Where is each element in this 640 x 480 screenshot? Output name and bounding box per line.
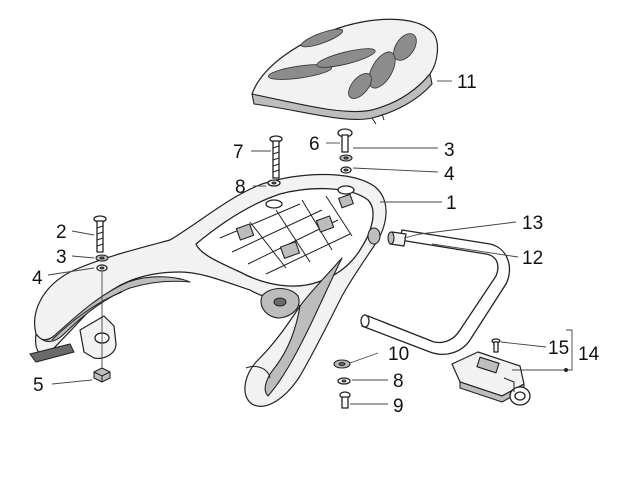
callout-9: 9 bbox=[393, 396, 404, 417]
callout-1: 1 bbox=[446, 193, 457, 214]
part-13-end-cap bbox=[387, 231, 407, 247]
callout-2: 2 bbox=[56, 222, 67, 243]
callout-4-left: 4 bbox=[32, 268, 43, 289]
part-8-washer-lower bbox=[337, 377, 351, 385]
part-5-nut bbox=[93, 367, 111, 383]
part-10-washer bbox=[333, 359, 351, 369]
part-4-spacer-left bbox=[96, 264, 108, 272]
part-4-spacer-right bbox=[340, 166, 352, 174]
part-3-washer-left bbox=[95, 254, 109, 262]
part-2-screw bbox=[93, 215, 107, 253]
part-8-washer-left bbox=[267, 179, 281, 187]
part-11-top-cover bbox=[251, 18, 439, 125]
part-14-latch bbox=[451, 351, 531, 406]
callout-8-upper: 8 bbox=[235, 177, 246, 198]
callout-8-lower: 8 bbox=[393, 371, 404, 392]
callout-5: 5 bbox=[33, 375, 44, 396]
callout-7: 7 bbox=[233, 142, 244, 163]
callout-15: 15 bbox=[548, 338, 569, 359]
callout-10: 10 bbox=[388, 344, 409, 365]
callout-3-left: 3 bbox=[56, 247, 67, 268]
callout-14: 14 bbox=[578, 344, 600, 365]
part-7-screw bbox=[269, 135, 283, 179]
part-15-screw bbox=[491, 338, 501, 353]
callout-4-right: 4 bbox=[444, 164, 455, 185]
part-12-handle-tube bbox=[360, 229, 511, 355]
leader-lines bbox=[47, 80, 573, 405]
callout-labels: 1 2 3 3 4 4 5 6 7 8 8 9 10 11 12 13 14 1… bbox=[32, 72, 600, 417]
callout-11: 11 bbox=[457, 72, 477, 93]
part-3-washer-right bbox=[339, 154, 353, 162]
callout-13: 13 bbox=[522, 213, 543, 234]
callout-3-right: 3 bbox=[444, 140, 455, 161]
part-9-bolt bbox=[339, 391, 351, 409]
callout-6: 6 bbox=[309, 134, 320, 155]
part-1-rear-rack bbox=[29, 173, 387, 407]
callout-12: 12 bbox=[522, 248, 543, 269]
part-6-bolt bbox=[337, 128, 353, 153]
